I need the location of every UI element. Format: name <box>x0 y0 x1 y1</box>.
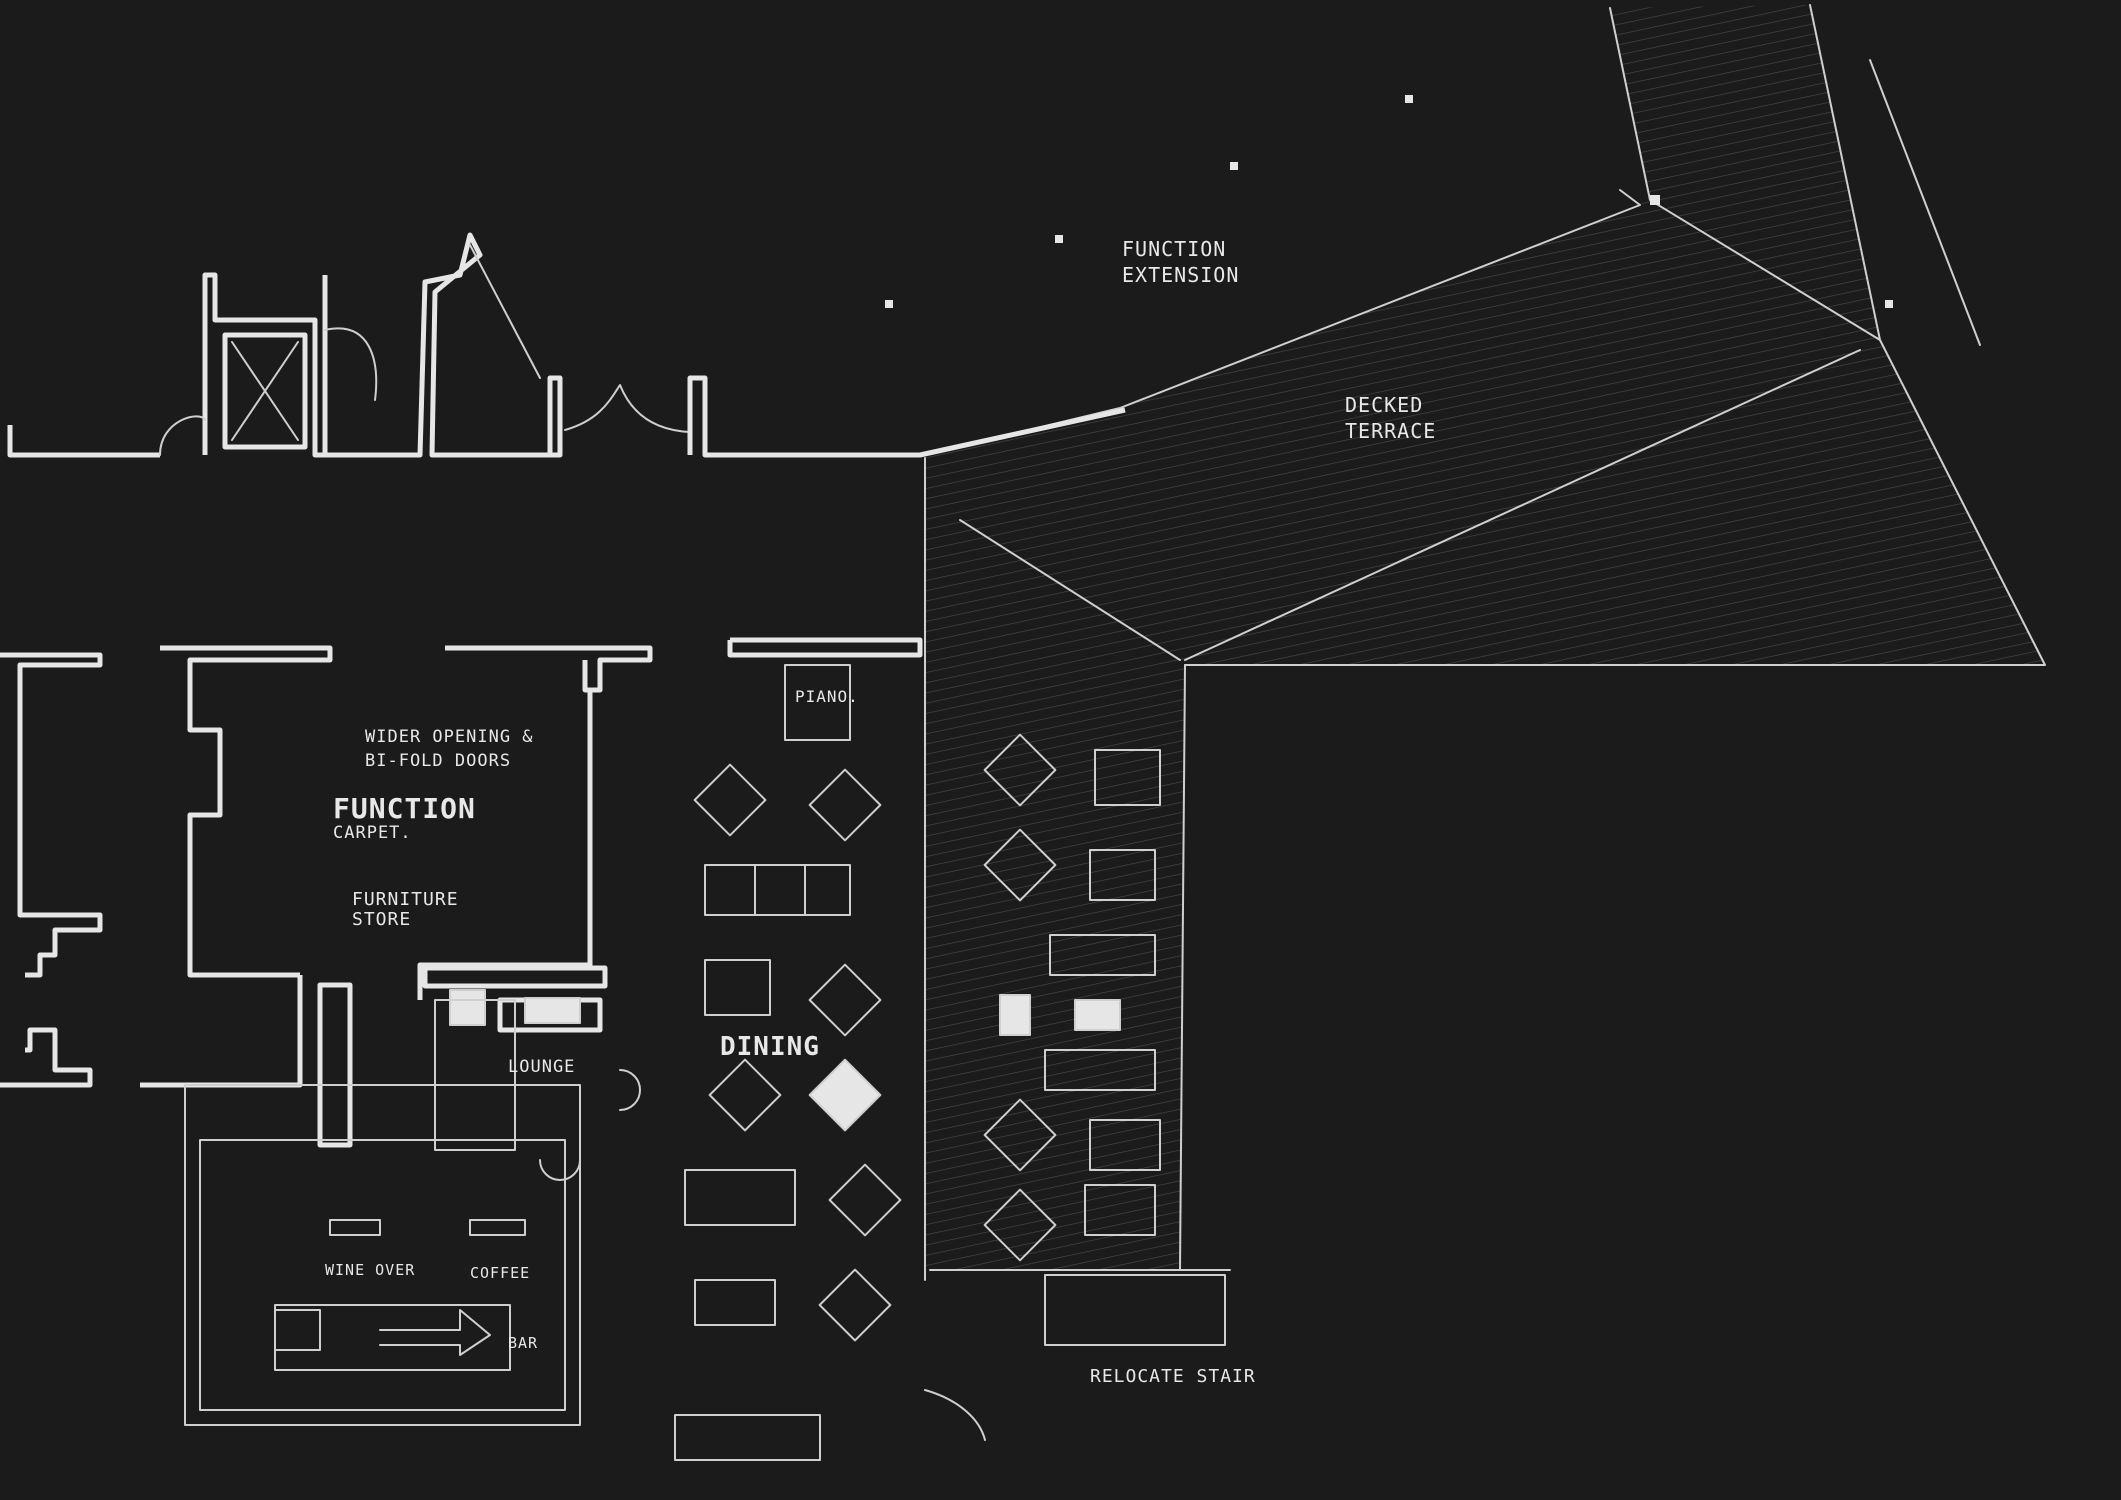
label-function-carpet: CARPET. <box>333 823 412 843</box>
label-function-extension-2: EXTENSION <box>1122 263 1239 287</box>
post-markers <box>885 95 1893 308</box>
label-function-room: FUNCTION <box>333 792 476 825</box>
decked-terrace-area <box>924 4 2046 1281</box>
label-lounge: LOUNGE <box>508 1057 575 1077</box>
label-decked-terrace-2: TERRACE <box>1345 419 1436 443</box>
label-function-extension-1: FUNCTION <box>1122 237 1226 261</box>
upper-walls <box>7 232 1126 458</box>
label-furniture-store-1: FURNITURE <box>352 889 459 910</box>
label-relocate-stair: RELOCATE STAIR <box>1090 1366 1256 1387</box>
label-bar: BAR <box>508 1334 538 1352</box>
dining-furniture <box>274 664 1161 1356</box>
label-furniture-store-2: STORE <box>352 909 411 930</box>
left-walls <box>0 637 923 1148</box>
label-wider-opening-2: BI-FOLD DOORS <box>365 751 511 771</box>
lower-walls <box>184 1084 1231 1461</box>
label-piano: PIANO. <box>795 687 859 706</box>
label-coffee: COFFEE <box>470 1264 530 1282</box>
label-wider-opening-1: WIDER OPENING & <box>365 727 534 747</box>
label-decked-terrace-1: DECKED <box>1345 393 1423 417</box>
label-dining: DINING <box>720 1032 820 1062</box>
label-wine-over: WINE OVER <box>325 1261 415 1279</box>
room-labels: FUNCTION EXTENSION DECKED TERRACE WIDER … <box>325 237 1436 1387</box>
